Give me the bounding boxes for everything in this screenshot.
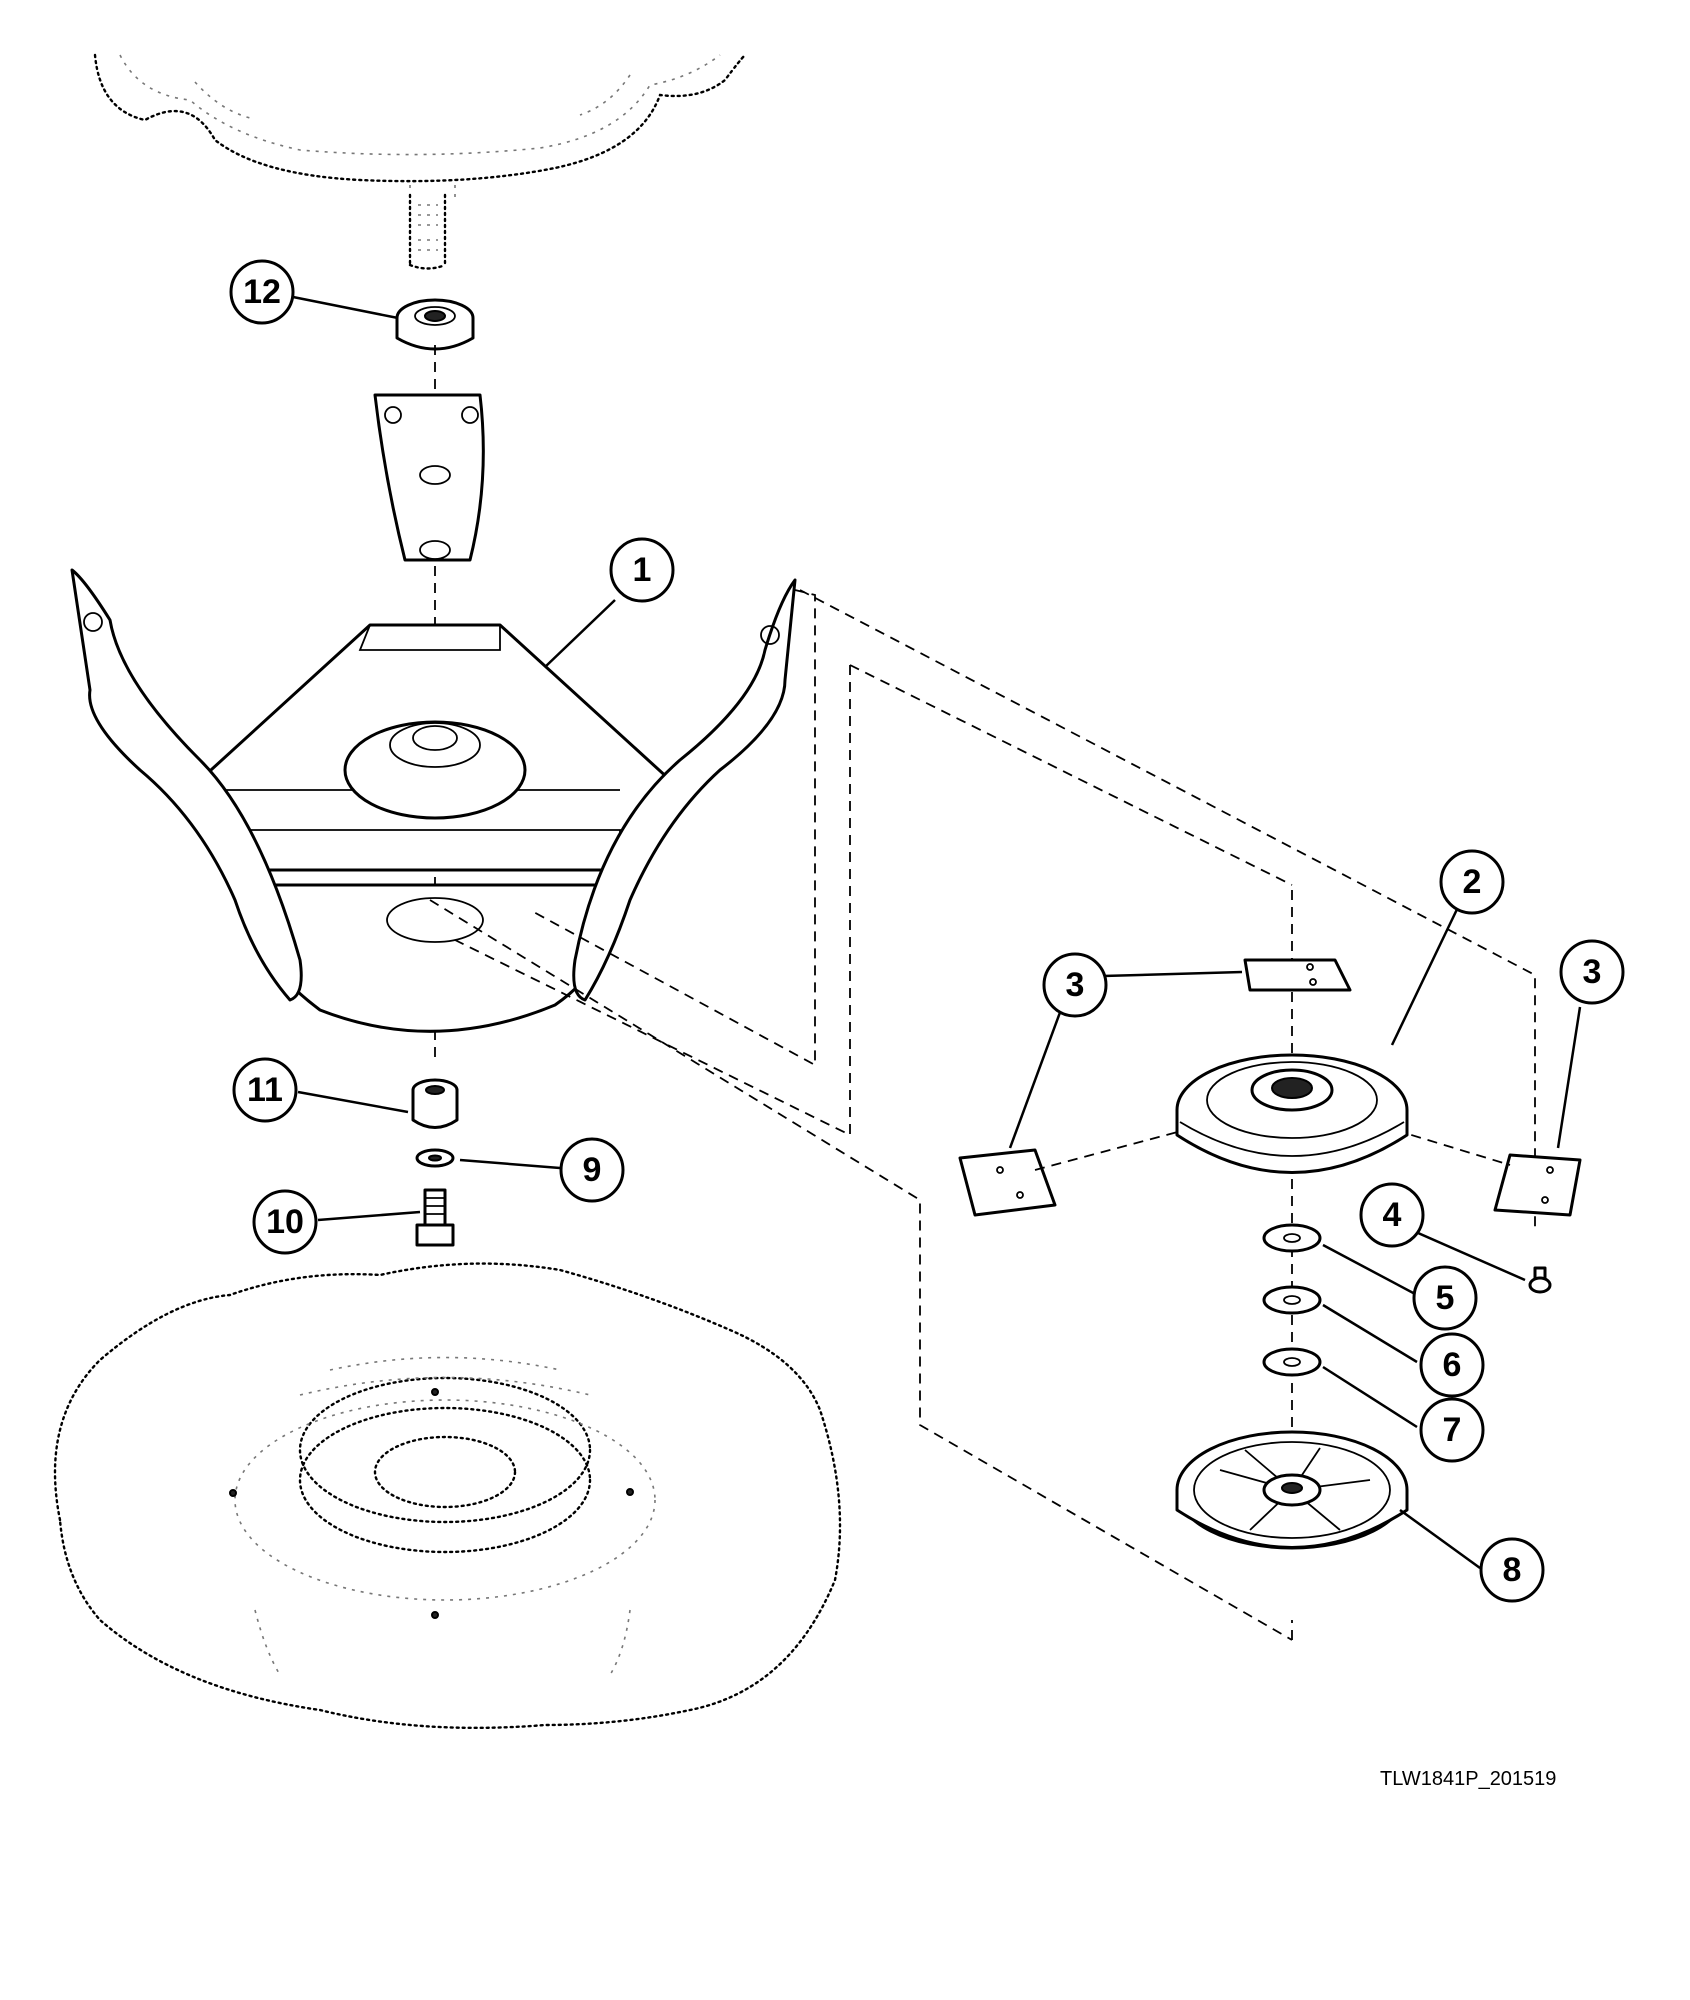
screw-part-4 (1528, 1266, 1552, 1294)
leader-3c (1556, 1006, 1582, 1149)
wheel-pulley-part-8 (1175, 1430, 1409, 1550)
washer-part-6 (1262, 1285, 1322, 1315)
svg-text:1: 1 (633, 551, 652, 589)
leader-9 (459, 1158, 561, 1170)
callout-12: 12 (229, 259, 295, 325)
leader-7 (1322, 1365, 1418, 1429)
svg-text:5: 5 (1436, 1279, 1455, 1317)
tab-part-3-left (958, 1148, 1057, 1217)
leader-3a (1102, 970, 1243, 978)
svg-text:10: 10 (266, 1203, 304, 1241)
svg-text:12: 12 (243, 273, 281, 311)
bolt-part (415, 1188, 455, 1247)
suspension-bracket-assembly (70, 393, 797, 1033)
leader-10 (317, 1210, 421, 1222)
leader-11 (297, 1090, 409, 1114)
svg-text:8: 8 (1503, 1551, 1522, 1589)
leader-12 (292, 295, 399, 320)
svg-text:11: 11 (247, 1071, 283, 1109)
callout-8: 8 (1479, 1537, 1545, 1603)
leader-6 (1322, 1303, 1418, 1364)
figure-reference-code: TLW1841P_201519 (1380, 1768, 1557, 1790)
callout-1: 1 (609, 537, 675, 603)
callout-2: 2 (1439, 849, 1505, 915)
callout-10: 10 (252, 1189, 318, 1255)
lower-base-phantom (53, 1262, 842, 1730)
washer-part-7 (1262, 1347, 1322, 1377)
leader-2 (1390, 902, 1462, 1046)
pulley-part-2 (1175, 1053, 1409, 1174)
svg-text:6: 6 (1443, 1346, 1462, 1384)
leader-5 (1322, 1243, 1418, 1297)
leader-3b-left (1008, 1006, 1064, 1149)
svg-text:3: 3 (1583, 953, 1602, 991)
callout-9: 9 (559, 1137, 625, 1203)
tab-part-3-right (1493, 1153, 1582, 1217)
callout-7: 7 (1419, 1397, 1485, 1463)
callout-3-left: 3 (1042, 952, 1108, 1018)
callout-4: 4 (1359, 1182, 1425, 1248)
svg-text:4: 4 (1383, 1196, 1402, 1234)
washer-part-5 (1262, 1223, 1322, 1253)
callout-6: 6 (1419, 1332, 1485, 1398)
callout-3-right: 3 (1559, 939, 1625, 1005)
tab-part-3-top (1243, 958, 1352, 992)
washer-part-9 (415, 1148, 455, 1168)
callout-11: 11 (232, 1057, 298, 1123)
svg-text:3: 3 (1066, 966, 1085, 1004)
coupling-part (411, 1078, 459, 1129)
leader-1 (544, 599, 616, 668)
leader-8 (1399, 1508, 1481, 1570)
bearing-part (395, 298, 475, 351)
svg-text:2: 2 (1463, 863, 1482, 901)
upper-tub-phantom (93, 53, 747, 270)
callout-5: 5 (1412, 1265, 1478, 1331)
svg-text:9: 9 (583, 1151, 602, 1189)
svg-text:7: 7 (1443, 1411, 1462, 1449)
